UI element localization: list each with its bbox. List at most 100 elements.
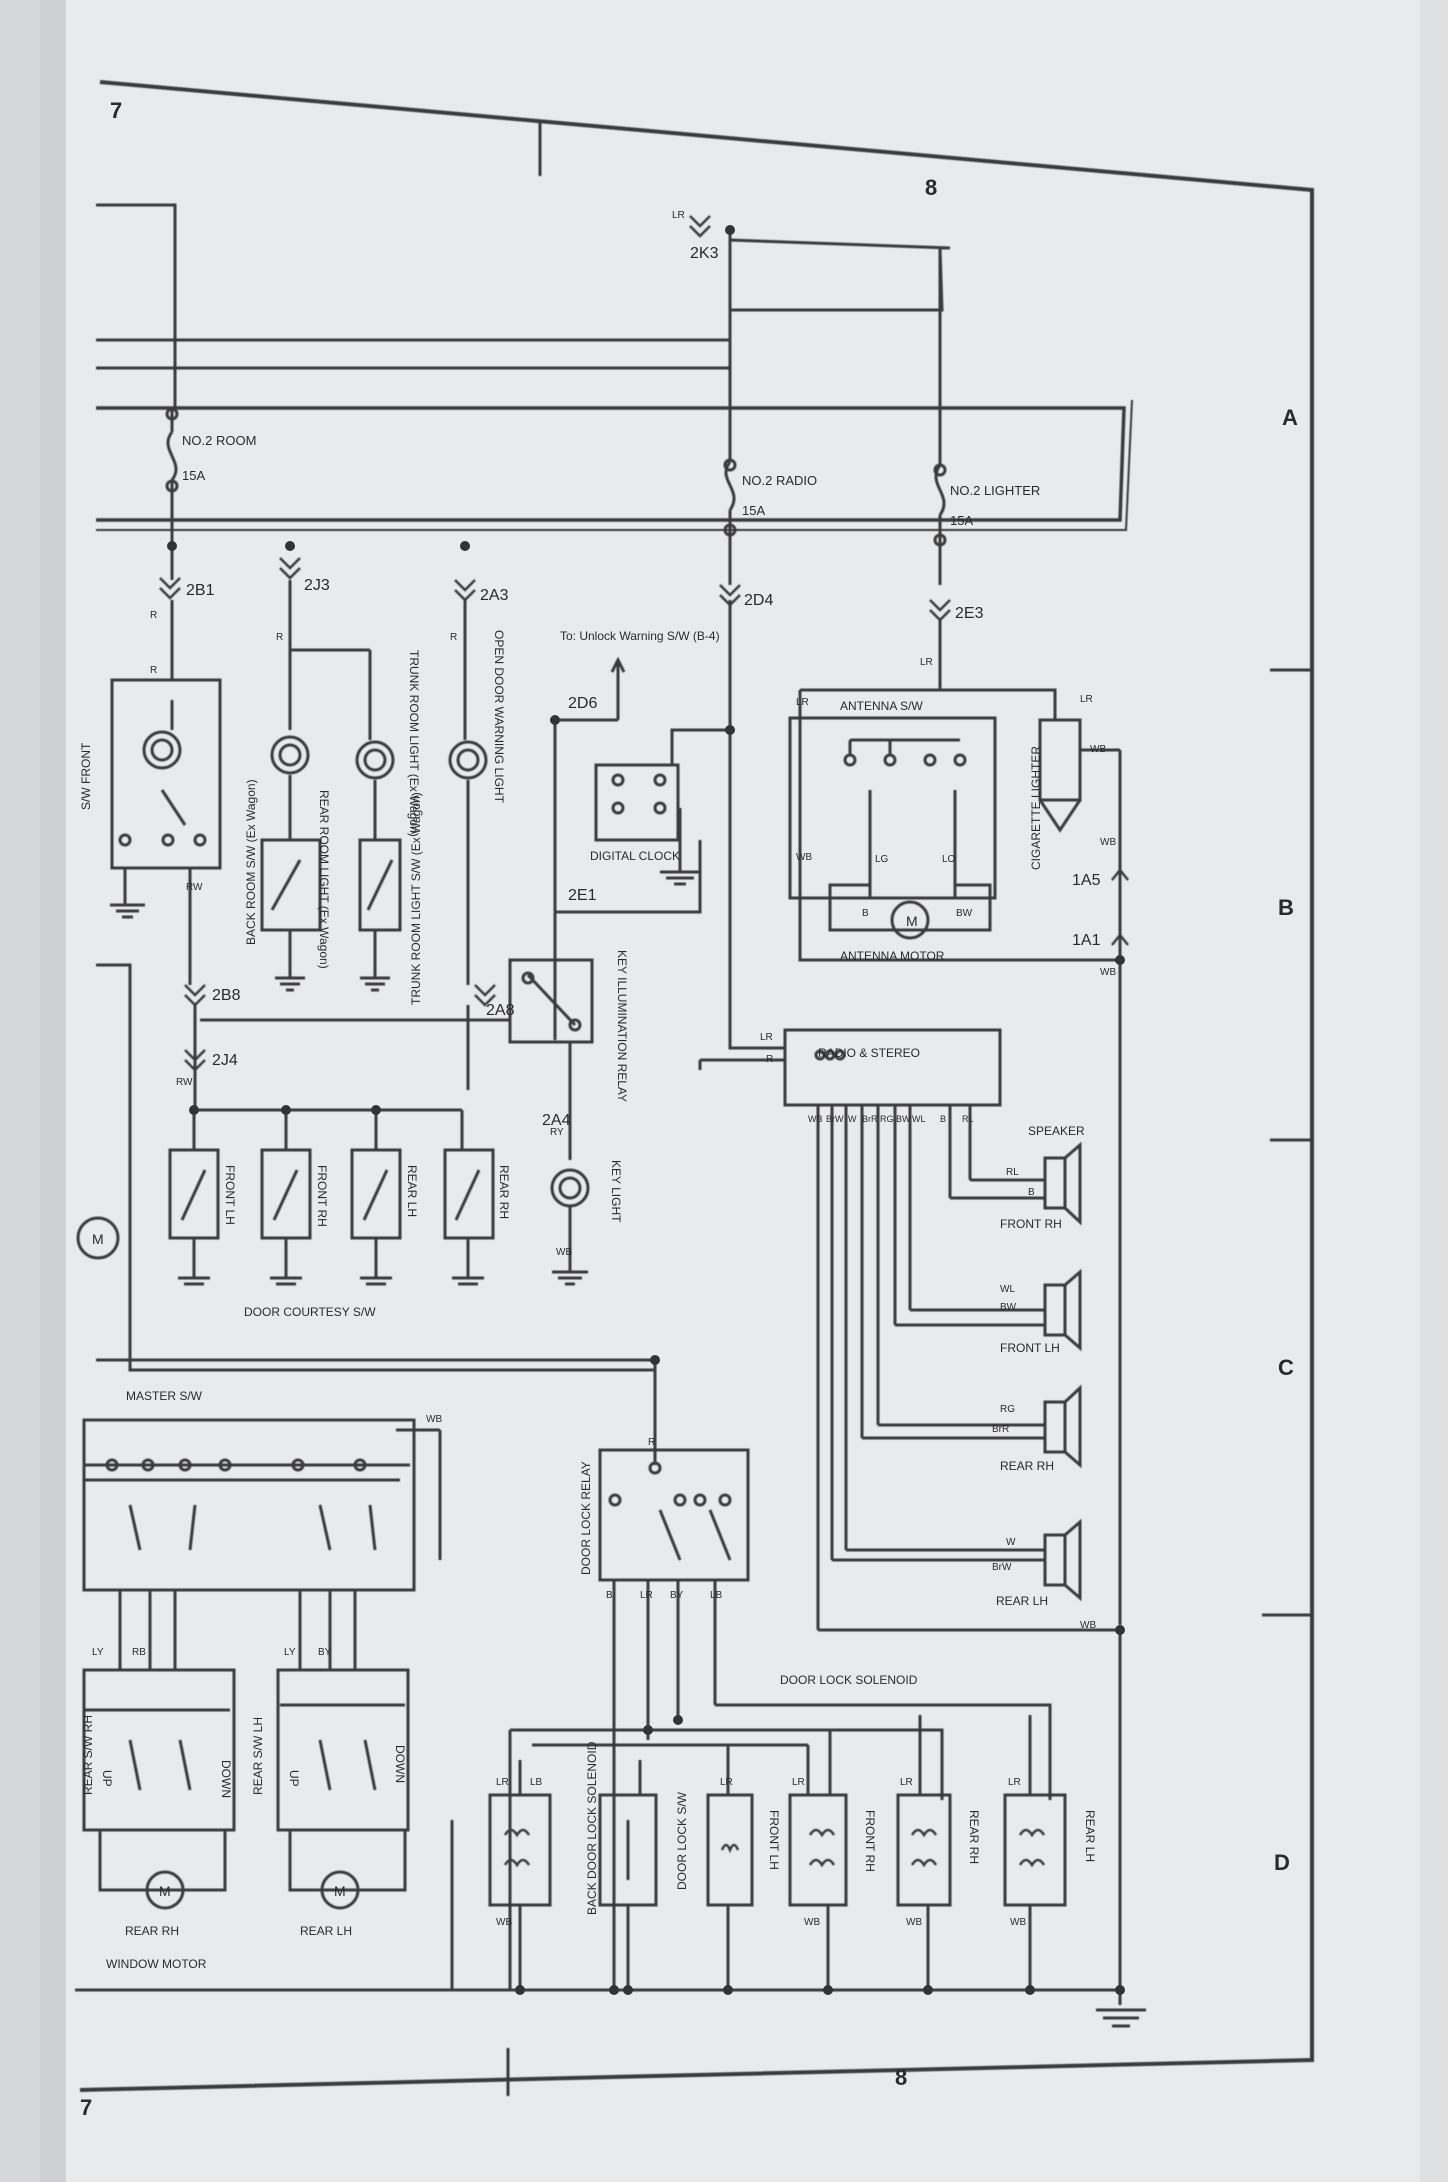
fuse-lighter-name: NO.2 LIGHTER xyxy=(950,483,1040,498)
wire-lr-rear-lh: LR xyxy=(1008,1777,1021,1788)
room-light-switch xyxy=(110,600,222,985)
trunk-room-light xyxy=(355,650,402,992)
connector-2d4: 2D4 xyxy=(744,592,773,609)
diagram-frame xyxy=(79,80,1314,2096)
pin-brw: BrW xyxy=(826,1114,844,1124)
fuse-lighter xyxy=(933,248,947,585)
wire-r-relay: R xyxy=(648,1437,655,1448)
label-speaker-front-rh: FRONT RH xyxy=(1000,1217,1062,1231)
wire-ly-rh: LY xyxy=(92,1647,104,1658)
wire-r-rear: R xyxy=(276,632,283,643)
connector-2j4: 2J4 xyxy=(212,1052,238,1069)
fuse-radio-rating: 15A xyxy=(742,503,765,518)
label-digital-clock: DIGITAL CLOCK xyxy=(590,849,680,863)
solenoid-coils xyxy=(503,1828,1046,1868)
grid-column-8-top: 8 xyxy=(925,175,937,200)
label-sol-rear-rh: REAR RH xyxy=(967,1810,981,1864)
wire-wb-front-rh-sol: WB xyxy=(804,1917,820,1928)
wire-lb-relay: LB xyxy=(710,1590,723,1601)
label-unlock-note: To: Unlock Warning S/W (B-4) xyxy=(560,629,720,643)
grid-row-a: A xyxy=(1282,405,1298,430)
label-sol-front-rh: FRONT RH xyxy=(863,1810,877,1872)
label-rear-sw-lh-down: DOWN xyxy=(393,1745,407,1783)
wire-wb-1a1: WB xyxy=(1100,967,1116,978)
label-speaker-rear-lh: REAR LH xyxy=(996,1594,1048,1608)
connector-2k3: 2K3 xyxy=(690,245,719,262)
wire-rl: RL xyxy=(1006,1167,1019,1178)
rear-room-light xyxy=(260,580,370,992)
label-open-door-warning: OPEN DOOR WARNING LIGHT xyxy=(492,630,506,804)
label-sol-front-lh: FRONT LH xyxy=(767,1810,781,1870)
pin-bw: BW xyxy=(896,1114,911,1124)
door-lock-relay xyxy=(598,1370,750,1990)
wire-r-warning: R xyxy=(450,632,457,643)
door-lock-solenoids xyxy=(450,1630,1146,2028)
wire-wb-key: WB xyxy=(556,1247,572,1258)
speakers xyxy=(832,1141,1082,1602)
label-window-rear-lh: REAR LH xyxy=(300,1924,352,1938)
wire-lr-relay: LR xyxy=(640,1590,653,1601)
key-illumination-relay xyxy=(200,958,594,1286)
wire-lg-antenna: LG xyxy=(875,854,889,865)
pin-wb: WB xyxy=(808,1114,823,1124)
grid-row-b: B xyxy=(1278,895,1294,920)
fuse-labels: NO.2 ROOM 15A NO.2 RADIO 15A NO.2 LIGHTE… xyxy=(182,433,1040,528)
label-door-lock-solenoid: DOOR LOCK SOLENOID xyxy=(780,1673,918,1687)
connector-2a3: 2A3 xyxy=(480,587,509,604)
connector-labels: 2B1 2J3 2A3 2D4 2E3 2K3 2D6 2E1 2B8 2J4 … xyxy=(186,245,1101,1129)
connector-2a8: 2A8 xyxy=(486,1002,515,1019)
pin-rl: RL xyxy=(962,1114,974,1124)
grid-column-7-bottom: 7 xyxy=(80,2095,92,2120)
label-rear-sw-lh: REAR S/W LH xyxy=(251,1717,265,1795)
pin-b: B xyxy=(940,1114,946,1124)
wire-code-labels: LR LR LR WB WB WB LR WB LG LO B BW LR R … xyxy=(92,210,1116,1928)
label-window-motor-lh-m: M xyxy=(334,1883,346,1899)
label-rear-sw-rh: REAR S/W RH xyxy=(81,1715,95,1795)
label-door-courtesy: DOOR COURTESY S/W xyxy=(244,1305,376,1319)
label-trunk-room-light-sw: TRUNK ROOM LIGHT S/W (Ex Wagon) xyxy=(409,792,423,1005)
label-rear-sw-lh-up: UP xyxy=(287,1770,301,1787)
wire-lo-antenna: LO xyxy=(942,854,956,865)
door-courtesy-switches xyxy=(168,1005,495,1286)
fuse-lighter-rating: 15A xyxy=(950,513,973,528)
wire-bw-front-lh: BW xyxy=(1000,1302,1017,1313)
label-window-motor-rh-m: M xyxy=(159,1883,171,1899)
label-master-sw: MASTER S/W xyxy=(126,1389,203,1403)
wire-r-room-2: R xyxy=(150,665,157,676)
wire-rw-courtesy: RW xyxy=(176,1077,193,1088)
wire-wb-rear-rh-sol: WB xyxy=(906,1917,922,1928)
wire-r-radio: R xyxy=(766,1054,773,1065)
wire-wb-bus: WB xyxy=(1080,1620,1096,1631)
pin-w: W xyxy=(848,1114,857,1124)
label-speaker-front-lh: FRONT LH xyxy=(1000,1341,1060,1355)
label-door-lock-sw: DOOR LOCK S/W xyxy=(675,1791,689,1890)
wire-ly-lh: LY xyxy=(284,1647,296,1658)
wire-lr-lighter: LR xyxy=(920,657,933,668)
fuse-room-rating: 15A xyxy=(182,468,205,483)
wire-b-relay: B xyxy=(606,1590,613,1601)
label-speaker: SPEAKER xyxy=(1028,1124,1085,1138)
wire-lr-back: LR xyxy=(496,1777,509,1788)
label-cigarette-lighter: CIGARETTE LIGHTER xyxy=(1029,746,1043,870)
grid-row-d: D xyxy=(1274,1850,1290,1875)
label-back-door-lock-solenoid: BACK DOOR LOCK SOLENOID xyxy=(585,1741,599,1915)
pin-wl: WL xyxy=(912,1114,926,1124)
wire-wb-master: WB xyxy=(426,1414,442,1425)
fuse-room-name: NO.2 ROOM xyxy=(182,433,256,448)
label-key-illumination-relay: KEY ILLUMINATION RELAY xyxy=(615,950,629,1102)
label-radio-stereo: RADIO & STEREO xyxy=(818,1046,920,1060)
component-labels: S/W FRONT REAR ROOM LIGHT (Ex Wagon) TRU… xyxy=(79,629,1097,1971)
connector-2j3: 2J3 xyxy=(304,577,330,594)
wire-bw-motor: BW xyxy=(956,908,973,919)
connector-2d6: 2D6 xyxy=(568,695,597,712)
wire-lr-top: LR xyxy=(672,210,685,221)
side-motor xyxy=(76,963,657,1372)
label-trunk-room-light: TRUNK ROOM LIGHT (Ex Wagon) xyxy=(407,650,421,837)
digital-clock-circuit xyxy=(553,600,732,1040)
connector-2a4: 2A4 xyxy=(542,1112,571,1129)
label-courtesy-front-lh: FRONT LH xyxy=(223,1165,237,1225)
wire-rb-rh: RB xyxy=(132,1647,146,1658)
label-sol-rear-lh: REAR LH xyxy=(1083,1810,1097,1862)
label-courtesy-front-rh: FRONT RH xyxy=(315,1165,329,1227)
